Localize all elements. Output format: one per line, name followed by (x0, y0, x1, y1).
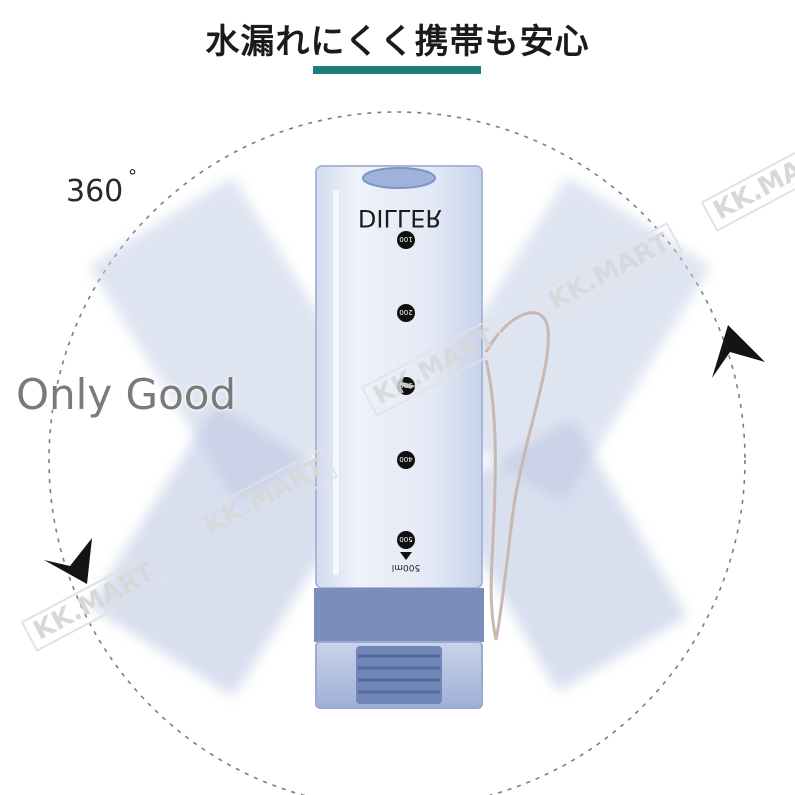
bottle-strap (484, 311, 550, 641)
headline: 水漏れにくく携帯も安心 (205, 22, 590, 62)
rotation-dashed-circle (48, 111, 746, 795)
watermark-text: Only Good (16, 370, 237, 419)
bottle-marking-100: 100 (399, 235, 413, 243)
bottle-marking-400: 400 (399, 455, 413, 463)
bottle-brand-label: DILLER (357, 204, 443, 232)
rotation-arrow-left-icon (44, 538, 92, 584)
bottle-marking-200: 200 (399, 308, 413, 316)
ghost-bottle-left-lower (91, 405, 359, 695)
headline-underline (313, 66, 481, 74)
bottle-thread (356, 646, 442, 704)
rotation-arrow-right-icon (712, 325, 765, 378)
bottle (314, 165, 484, 709)
bottle-band (314, 588, 484, 642)
ghost-bottle-left-upper (90, 178, 380, 502)
ghost-bottle-right-lower (444, 420, 686, 690)
rotation-label: 360 (66, 174, 124, 209)
bottle-marking-500: 500 (399, 535, 413, 543)
bottle-top-opening (362, 167, 436, 189)
bottle-capacity-label: 500ml (391, 562, 421, 572)
degree-mark: ° (128, 166, 137, 187)
